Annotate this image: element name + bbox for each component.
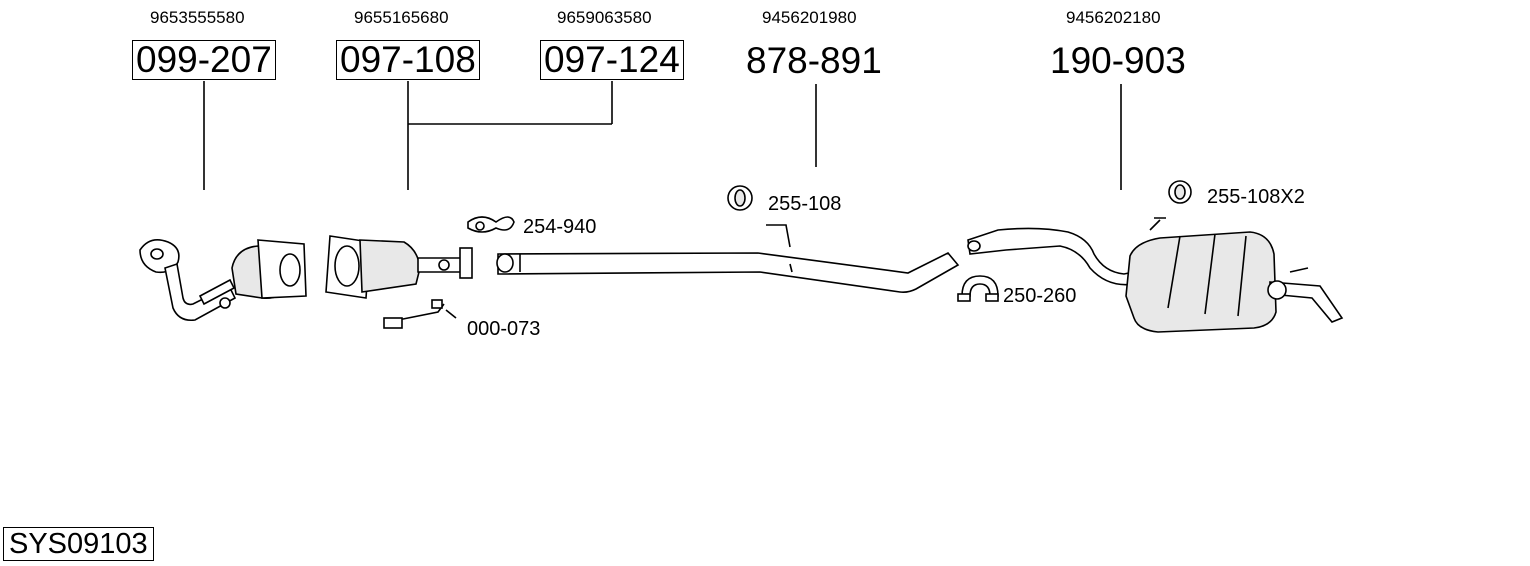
oe-number: 9456202180 (1066, 8, 1161, 27)
hanger-255-108 (727, 185, 753, 211)
part-number-097-108[interactable]: 097-108 (336, 40, 480, 80)
oe-number: 9659063580 (557, 8, 652, 27)
hanger-255-108x2 (1168, 180, 1192, 204)
oe-number: 9655165680 (354, 8, 449, 27)
part-number-878-891[interactable]: 878-891 (746, 40, 882, 81)
part-number-099-207[interactable]: 099-207 (132, 40, 276, 80)
accessory-label-254-940[interactable]: 254-940 (523, 216, 597, 238)
rear-silencer (967, 217, 1344, 333)
middle-pipe (496, 224, 960, 293)
front-pipe-catalyst (139, 239, 307, 322)
clamp-254-940 (467, 216, 515, 233)
accessory-label-255-108[interactable]: 255-108 (768, 193, 842, 215)
accessory-label-255-108x2[interactable]: 255-108X2 (1207, 186, 1305, 208)
part-number-097-124[interactable]: 097-124 (540, 40, 684, 80)
oe-number: 9456201980 (762, 8, 857, 27)
accessory-label-000-073[interactable]: 000-073 (467, 318, 541, 340)
leader-lines (203, 81, 1122, 190)
part-number-190-903[interactable]: 190-903 (1050, 40, 1186, 81)
accessory-label-250-260[interactable]: 250-260 (1003, 285, 1077, 307)
lambda-sensor (383, 299, 457, 329)
system-code: SYS09103 (3, 527, 154, 561)
oe-number: 9653555580 (150, 8, 245, 27)
clamp-250-260 (957, 275, 999, 302)
particulate-filter (325, 235, 473, 299)
